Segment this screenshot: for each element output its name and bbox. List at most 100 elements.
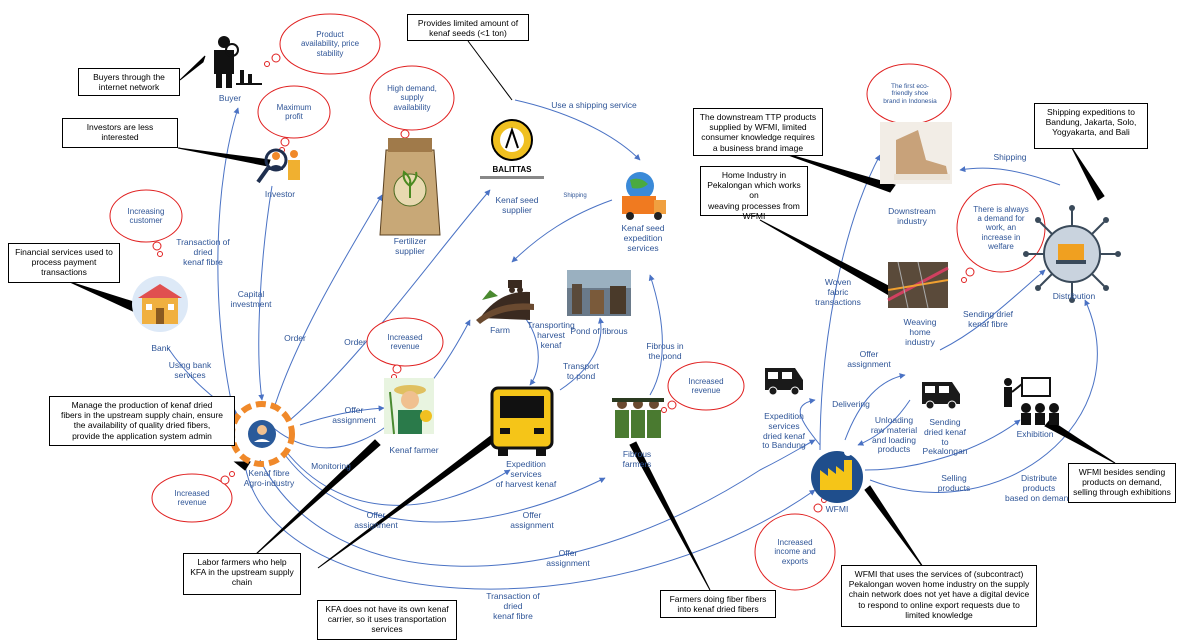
kfa-label: Kenaf fibre Agro-industry [243,468,295,488]
flow-arrows [167,99,1098,590]
edge-label-selling-products: Selling products [937,473,971,493]
weaving-photo [887,261,949,309]
van-icon [765,368,803,396]
farm-icon [476,280,534,324]
kfa-hub-icon [229,401,295,467]
edge-label-transporting-harvest: Transporting harvest kenaf [527,320,575,350]
edge-label-fibrous-in-pond: Fibrous in the pond [646,341,684,361]
cloud-increased-revenue: Increased revenue [688,376,724,395]
edge-label-offer-assignment: Offer assignment [332,405,376,425]
callout-financial-services: Financial services used to process payme… [8,243,120,283]
harvest-truck-icon [490,386,554,456]
seed-expedition-icon [622,172,666,220]
edge-label-offer-assignment: Offer assignment [546,548,590,568]
arrow-kfa-fertilizer [274,194,383,406]
fertilizer-supplier-label: Fertilizer supplier [393,236,427,256]
arrow-wfmi-exhibition [864,419,1021,471]
cloud-shape [109,189,183,243]
weaving-home-industry-label: Weaving home industry [903,317,937,347]
bank-label: Bank [151,343,171,353]
cloud-increased-income: Increased income and exports [774,538,816,566]
arrow-truck-wfmi [857,399,911,446]
cloud-increased-revenue: Increased revenue [174,488,210,507]
arrow-expedition-farm [511,199,613,263]
arrow-fibrous-pond [648,274,663,396]
pond-photo [567,270,631,316]
edge-label-shipping-small: Shipping [563,193,587,199]
edge-label-capital-investment: Capital investment [230,289,272,309]
edge-label-use-shipping: Use a shipping service [551,100,637,110]
cloud-shape [754,513,836,591]
cloud-demand-for-work: There is always a demand for work, an in… [973,205,1029,251]
edge-label-monitoring: Monitoring [311,461,351,471]
cloud-increasing-customer: Increasing customer [127,206,165,225]
edge-label-transaction-dried: Transaction of dried kenaf fibre [176,237,230,267]
cloud-shape [366,317,444,367]
edge-label-delivering: Delivering [832,399,870,409]
distribution-label: Distribution [1052,291,1096,301]
edge-label-order: Order [284,333,306,343]
cloud-shape [279,13,381,75]
edge-label-using-bank: Using bank services [168,360,212,380]
arrow-weaving-distribution [939,269,1046,351]
pond-label: Pond of fibrous [570,326,628,336]
edge-label-offer-assignment: Offer assignment [510,510,554,530]
edge-label-transport-pond: Transport to pond [562,361,600,381]
fibrous-farmers-icon [612,398,664,438]
distribution-hub-icon [1023,205,1121,303]
edge-label-transaction-dried: Transaction of dried kenaf fibre [486,591,540,621]
bank-icon [132,276,188,332]
fibrous-farmers-label: Fibrous farmers [622,449,652,469]
callout-kfa-no-carrier: KFA does not have its own kenaf carrier,… [317,600,457,640]
harvest-expedition-label: Expedition services of harvest kenaf [495,459,557,489]
arrow-kfa-seedsupplier [289,189,491,421]
callout-wfmi-subcontract: WFMI that uses the services of (subcontr… [841,565,1037,627]
investor-icon [256,148,300,184]
callout-shipping-expeditions: Shipping expeditions to Bandung, Jakarta… [1034,103,1148,149]
balittas-logo: BALITTAS [480,119,544,179]
edge-label-sending-drief: Sending drief kenaf fibre [962,309,1014,329]
farm-label: Farm [490,325,510,335]
edge-label-distribute-products: Distribute products based on demand [1004,473,1074,503]
cloud-high-demand: High demand, supply availability [387,84,437,112]
callout-manage-production: Manage the production of kenaf dried fib… [49,396,235,446]
arrow-supplier-expedition [514,99,641,161]
arrow-investor-kfa [258,185,273,401]
edge-label-shipping: Shipping [993,152,1027,162]
van-icon [922,382,960,410]
wfmi-factory-icon [811,443,863,503]
arrow-kfa-exp-bandung [259,439,816,567]
callout-downstream-ttp: The downstream TTP products supplied by … [693,108,823,156]
cloud-shape [257,85,331,139]
wfmi-label: WFMI [825,504,849,514]
cloud-increased-revenue: Increased revenue [387,332,423,351]
callout-investors-less: Investors are less interested [62,118,178,148]
exhibition-label: Exhibition [1016,429,1054,439]
arrow-wfmi-downstream [819,154,881,451]
callout-kenaf-seeds: Provides limited amount of kenaf seeds (… [407,14,529,41]
arrow-expedition-pond [559,317,604,391]
callout-wfmi-exhibitions: WFMI besides sending products on demand,… [1068,463,1176,503]
kenaf-farmer-icon [384,378,434,435]
kenaf-seed-supplier-label: Kenaf seed supplier [495,195,539,215]
buyer-label: Buyer [218,93,242,103]
callout-home-industry: Home Industry in Pekalongan which works … [700,166,808,221]
edge-label-woven-fabric: Woven fabric transactions [815,277,861,307]
kenaf-farmer-label: Kenaf farmer [389,445,439,455]
svg-text:BALITTAS: BALITTAS [493,165,533,174]
downstream-shoe-photo [880,122,952,184]
edge-label-unloading: Unloading raw material and loading produ… [870,415,918,455]
callout-labor-farmers: Labor farmers who help KFA in the upstre… [183,553,301,595]
cloud-shape [151,473,233,523]
arrow-wfmi-delivering [799,398,821,446]
cloud-shape [667,361,745,411]
cloud-eco-shoe: The first eco- friendly shoe brand in In… [883,82,937,105]
sending-pekalongan-label: Sending dried kenaf to Pekalongan [922,417,968,457]
investor-label: Investor [264,189,296,199]
cloud-product-availability: Product availability, price stability [300,30,360,58]
edge-label-offer-assignment: Offer assignment [354,510,398,530]
edge-label-order: Order [344,337,366,347]
callout-pointers [69,40,1116,591]
